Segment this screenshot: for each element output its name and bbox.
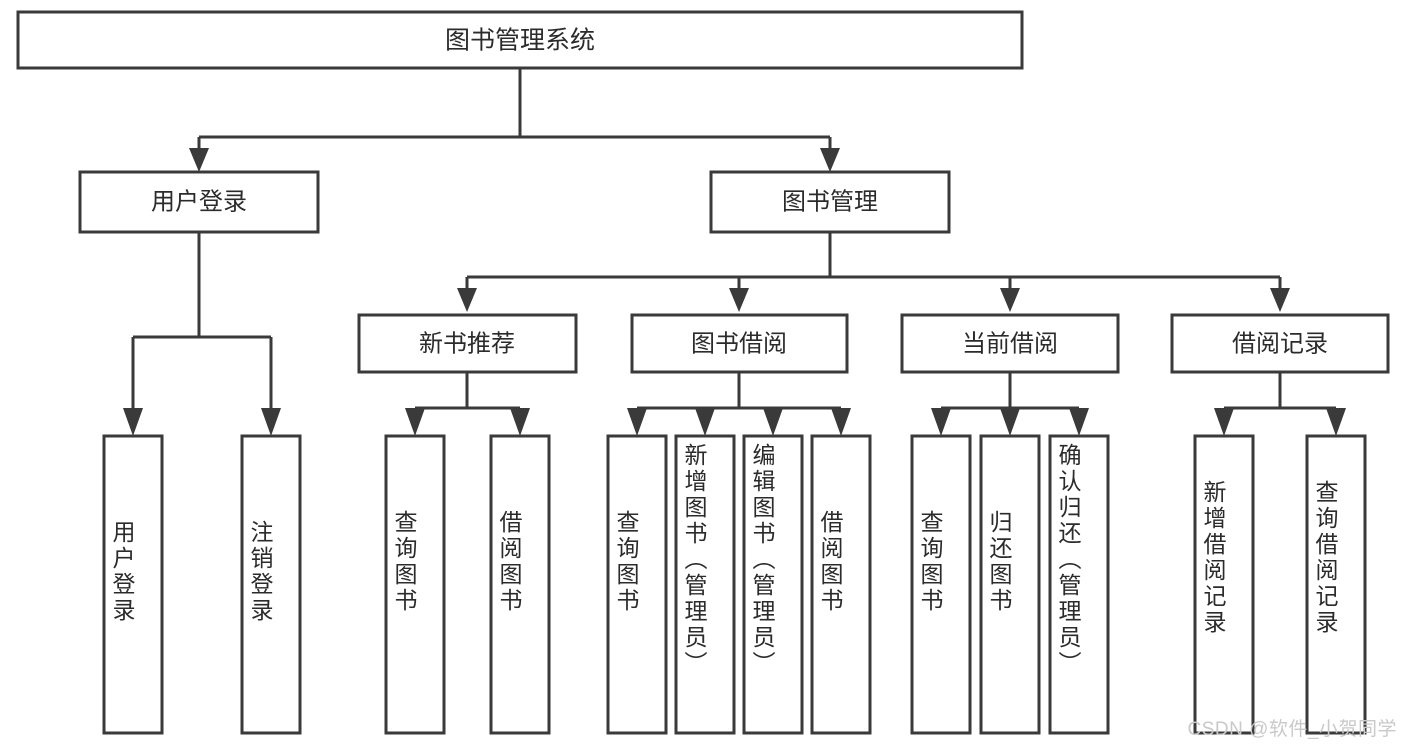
leaf-node-logout[interactable] bbox=[240, 434, 302, 735]
leaf-node-query-book-1-box[interactable] bbox=[384, 434, 446, 735]
leaf-node-confirm-return-admin-box[interactable] bbox=[1048, 434, 1110, 735]
leaf-node-borrow-book-1[interactable] bbox=[489, 434, 551, 735]
node-user-login-label: 用户登录 bbox=[151, 188, 247, 215]
node-root-system-label: 图书管理系统 bbox=[445, 27, 595, 55]
node-current-borrow[interactable]: 当前借阅 bbox=[900, 313, 1120, 374]
leaf-node-query-borrow-record[interactable] bbox=[1305, 434, 1367, 735]
leaf-node-query-book-3-box[interactable] bbox=[910, 434, 972, 735]
arrowhead-to-leaf-2 bbox=[261, 408, 281, 436]
arrowhead-to-book-borrow bbox=[729, 288, 749, 312]
arrowhead-to-leaf-8 bbox=[831, 408, 851, 436]
node-book-management-box[interactable] bbox=[709, 170, 951, 234]
arrowhead-to-leaf-7 bbox=[763, 408, 783, 436]
node-current-borrow-label: 当前借阅 bbox=[962, 330, 1058, 357]
leaf-node-confirm-return-admin[interactable] bbox=[1048, 434, 1110, 735]
arrowhead-to-leaf-5 bbox=[627, 408, 647, 436]
leaf-node-borrow-book-2-box[interactable] bbox=[810, 434, 872, 735]
leaf-node-add-book-admin-box[interactable] bbox=[674, 434, 736, 735]
node-root-system-box[interactable] bbox=[16, 10, 1024, 70]
node-root-system[interactable]: 图书管理系统 bbox=[16, 10, 1024, 70]
arrowhead-to-user-login bbox=[189, 148, 209, 172]
leaf-node-user-login-box[interactable] bbox=[102, 434, 164, 735]
node-new-book-recommend[interactable]: 新书推荐 bbox=[357, 313, 578, 374]
leaf-node-query-book-1[interactable] bbox=[384, 434, 446, 735]
arrowhead-to-leaf-4 bbox=[510, 408, 530, 436]
node-user-login-box[interactable] bbox=[78, 170, 320, 234]
node-book-management-label: 图书管理 bbox=[782, 188, 878, 215]
node-borrow-record-label: 借阅记录 bbox=[1232, 330, 1328, 357]
leaf-node-return-book-box[interactable] bbox=[979, 434, 1041, 735]
node-book-borrow-box[interactable] bbox=[630, 313, 849, 374]
leaf-node-borrow-book-1-box[interactable] bbox=[489, 434, 551, 735]
watermark-text: CSDN @软件_小贺同学 bbox=[1187, 719, 1397, 740]
arrowhead-to-leaf-6 bbox=[695, 408, 715, 436]
arrowhead-to-leaf-11 bbox=[1069, 408, 1089, 436]
leaf-node-add-borrow-record[interactable] bbox=[1193, 434, 1255, 735]
leaf-node-edit-book-admin[interactable] bbox=[742, 434, 804, 735]
node-user-login[interactable]: 用户登录 bbox=[78, 170, 320, 234]
leaf-node-borrow-book-2[interactable] bbox=[810, 434, 872, 735]
leaf-node-add-book-admin[interactable] bbox=[674, 434, 736, 735]
node-current-borrow-box[interactable] bbox=[900, 313, 1120, 374]
leaf-node-query-borrow-record-box[interactable] bbox=[1305, 434, 1367, 735]
leaf-node-logout-box[interactable] bbox=[240, 434, 302, 735]
arrowhead-to-borrow-record bbox=[1270, 288, 1290, 312]
arrowhead-layer bbox=[123, 148, 1346, 436]
node-new-book-recommend-box[interactable] bbox=[357, 313, 578, 374]
leaf-node-query-book-2[interactable] bbox=[606, 434, 668, 735]
node-book-borrow[interactable]: 图书借阅 bbox=[630, 313, 849, 374]
arrowhead-to-leaf-9 bbox=[931, 408, 951, 436]
arrowhead-to-new-book bbox=[457, 288, 477, 312]
leaf-node-add-borrow-record-box[interactable] bbox=[1193, 434, 1255, 735]
arrowhead-to-leaf-12 bbox=[1214, 408, 1234, 436]
arrowhead-to-leaf-3 bbox=[405, 408, 425, 436]
node-new-book-recommend-label: 新书推荐 bbox=[419, 330, 515, 357]
node-book-management[interactable]: 图书管理 bbox=[709, 170, 951, 234]
leaf-node-user-login[interactable] bbox=[102, 434, 164, 735]
leaf-node-edit-book-admin-box[interactable] bbox=[742, 434, 804, 735]
node-borrow-record-box[interactable] bbox=[1170, 313, 1390, 374]
node-book-borrow-label: 图书借阅 bbox=[691, 330, 787, 357]
arrowhead-to-leaf-13 bbox=[1326, 408, 1346, 436]
leaf-node-return-book[interactable] bbox=[979, 434, 1041, 735]
arrowhead-to-current-borrow bbox=[1000, 288, 1020, 312]
node-borrow-record[interactable]: 借阅记录 bbox=[1170, 313, 1390, 374]
leaf-node-query-book-3[interactable] bbox=[910, 434, 972, 735]
arrowhead-to-leaf-10 bbox=[1000, 408, 1020, 436]
arrowhead-to-leaf-1 bbox=[123, 408, 143, 436]
arrowhead-to-book-mgmt bbox=[820, 148, 840, 172]
leaf-node-query-book-2-box[interactable] bbox=[606, 434, 668, 735]
